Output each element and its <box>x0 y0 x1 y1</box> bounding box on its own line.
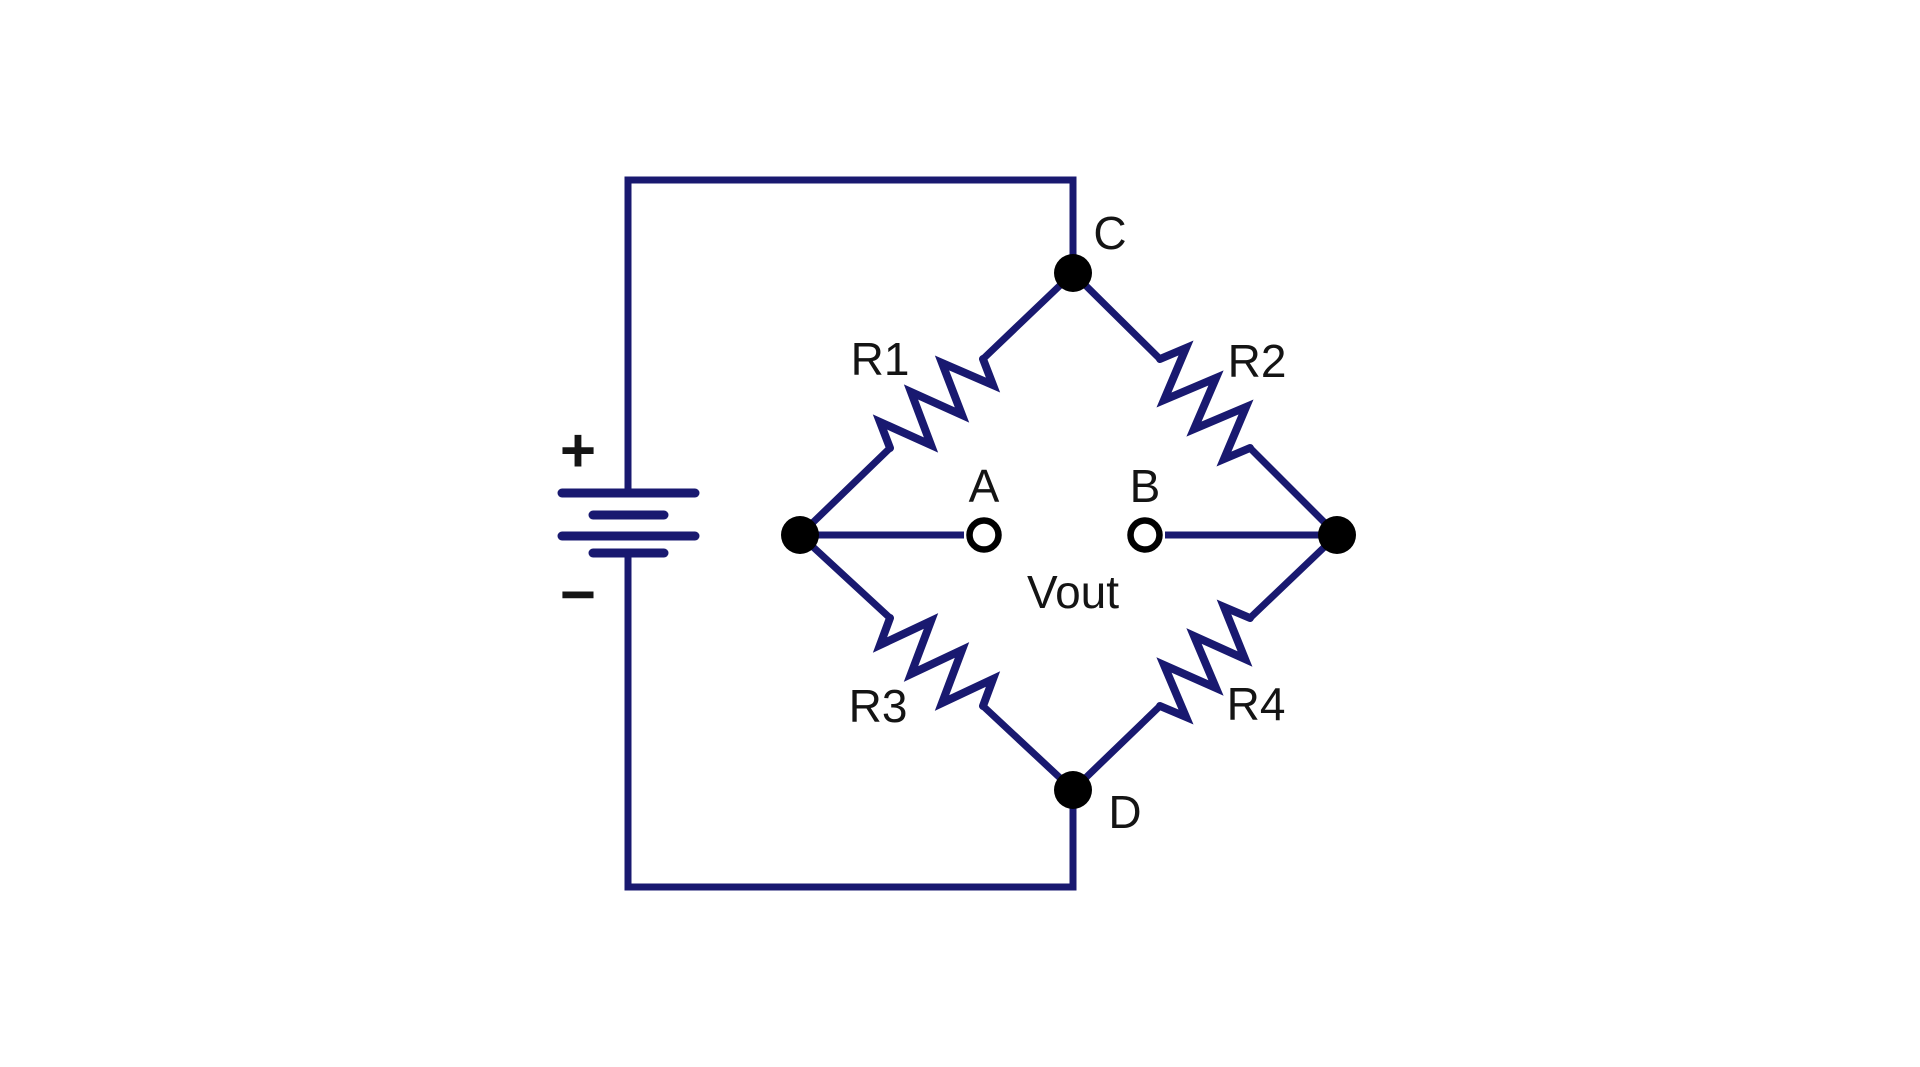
resistor-r1-zigzag-icon <box>872 355 1001 453</box>
resistor-r4-label: R4 <box>1227 678 1286 730</box>
node-d-label: D <box>1108 786 1141 838</box>
battery-icon <box>557 488 700 558</box>
battery-positive-label: + <box>560 417 596 486</box>
terminal-b-circle <box>1127 517 1163 553</box>
output-terminals <box>966 517 1163 553</box>
node-right-dot <box>1318 516 1356 554</box>
resistor-bodies <box>872 340 1254 725</box>
resistor-r3-zigzag-icon <box>872 613 1001 711</box>
wire-negative-loop <box>624 553 1077 891</box>
node-c-dot <box>1054 254 1092 292</box>
node-d-dot <box>1054 771 1092 809</box>
wire-group <box>557 176 1343 891</box>
node-c-label: C <box>1093 207 1126 259</box>
resistor-r3-label: R3 <box>849 680 908 732</box>
wire-positive-loop <box>624 176 1077 493</box>
labels: + − C D A B R1 R2 R3 R4 Vout <box>560 207 1287 838</box>
terminal-a-label: A <box>969 460 1000 512</box>
resistor-r2-zigzag-icon <box>1156 340 1254 467</box>
resistor-r2-label: R2 <box>1228 335 1287 387</box>
junction-dots <box>781 254 1356 809</box>
resistor-r1-label: R1 <box>851 333 910 385</box>
resistor-r4-zigzag-icon <box>1156 599 1254 725</box>
terminal-a-circle <box>966 517 1002 553</box>
node-left-dot <box>781 516 819 554</box>
battery-negative-label: − <box>560 561 596 630</box>
vout-label: Vout <box>1027 566 1119 618</box>
terminal-b-label: B <box>1130 460 1161 512</box>
